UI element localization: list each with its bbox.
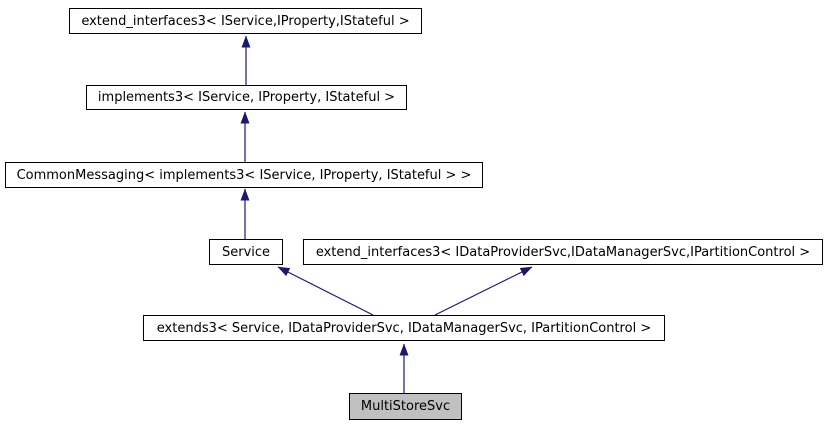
node-extend-interfaces3-ipartitioncontrol[interactable]: extend_interfaces3< IDataProviderSvc,IDa… [303, 239, 823, 265]
node-extends3[interactable]: extends3< Service, IDataProviderSvc, IDa… [143, 315, 665, 341]
node-extend-interfaces3-istateful[interactable]: extend_interfaces3< IService,IProperty,I… [69, 8, 422, 34]
node-service[interactable]: Service [209, 239, 283, 265]
node-implements3[interactable]: implements3< IService, IProperty, IState… [86, 85, 407, 110]
arrow-extends3-to-service [277, 266, 374, 316]
node-multistoresvc: MultiStoreSvc [349, 393, 462, 420]
arrow-extends3-to-extend-interfaces3 [434, 266, 533, 316]
node-commonmessaging[interactable]: CommonMessaging< implements3< IService, … [5, 162, 483, 188]
